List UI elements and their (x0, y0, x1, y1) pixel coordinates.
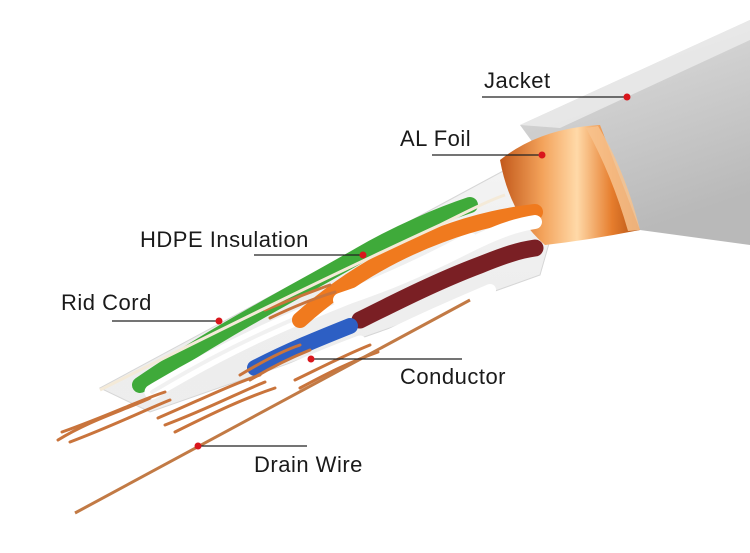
rip-cord-shape (99, 193, 506, 392)
hdpe-marker-dot (359, 251, 367, 259)
al-foil-marker-dot (538, 151, 546, 159)
rid-cord-label: Rid Cord (61, 290, 152, 315)
jacket-label: Jacket (484, 68, 551, 93)
al-foil-label: AL Foil (400, 126, 472, 151)
hdpe-insulation-label: HDPE Insulation (140, 227, 309, 252)
rid-cord-marker-dot (215, 317, 223, 325)
conductor-label: Conductor (400, 364, 507, 389)
drain-wire-label: Drain Wire (254, 452, 363, 477)
brown-pair (351, 239, 544, 346)
orange-pair (292, 204, 543, 328)
leader-lines (112, 96, 627, 447)
marker-dots (194, 93, 631, 450)
drain-wire-shape (74, 298, 471, 515)
drain-wire-marker-dot (194, 442, 202, 450)
copper-conductors (56, 283, 380, 444)
conductor-marker-dot (307, 355, 315, 363)
jacket-marker-dot (623, 93, 631, 101)
